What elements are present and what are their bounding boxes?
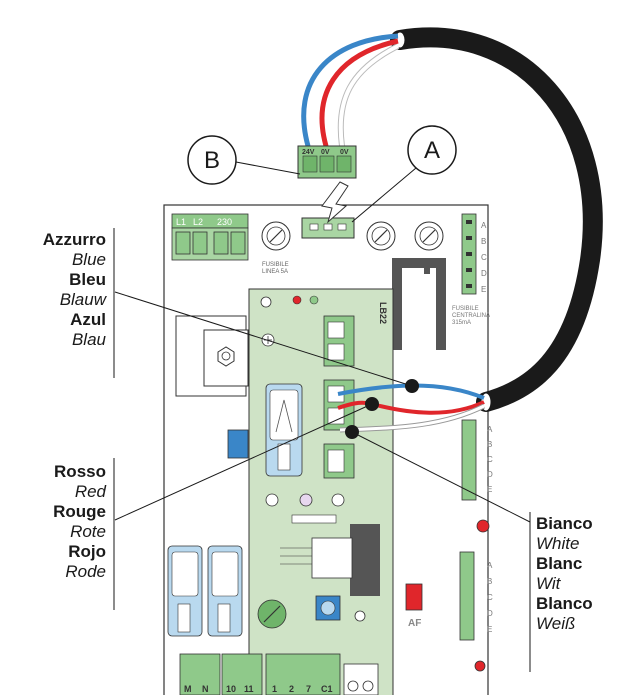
side-letter-a1: A — [481, 221, 487, 230]
red-label-de: Rode — [65, 562, 106, 581]
red-wire-label-group: Rosso Red Rouge Rote Rojo Rode — [53, 462, 106, 582]
blue-wire-label-group: Azzurro Blue Bleu Blauw Azul Blau — [43, 230, 106, 350]
red-label-it: Rosso — [54, 462, 106, 481]
white-label-fr: Blanc — [536, 554, 583, 573]
blue-label-nl: Blauw — [59, 290, 106, 309]
side-letter-d2: D — [487, 470, 493, 479]
fuse-line-5a: FUSIBILE LINEA 5A — [261, 221, 291, 275]
side-letter-c3: C — [487, 593, 493, 602]
blue-dot — [405, 379, 419, 393]
white-label-nl: Wit — [536, 574, 561, 593]
fuse-ctrl-label-1: FUSIBILE — [452, 306, 479, 312]
red-label-es: Rojo — [68, 542, 106, 561]
module-name: LB22 — [378, 302, 388, 324]
side-connector-top: A B C D E — [461, 213, 487, 295]
terminal-m: M — [184, 684, 192, 694]
side-letter-d3: D — [487, 609, 493, 618]
side-letter-d1: D — [481, 269, 487, 278]
terminal-11: 11 — [244, 684, 254, 694]
lb22-module: LB22 — [248, 288, 394, 695]
side-letter-e1: E — [481, 285, 486, 294]
insert-arrow — [321, 181, 349, 224]
af-label: AF — [408, 618, 421, 629]
fuse-aux-1 — [366, 221, 396, 251]
terminal-10: 10 — [226, 684, 236, 694]
bottom-relays — [167, 545, 243, 637]
fuse-line-label-1: FUSIBILE — [262, 262, 289, 268]
red-label-en: Red — [74, 482, 106, 501]
side-letter-b2: B — [487, 440, 492, 449]
terminal-l2-label: L2 — [193, 217, 203, 227]
blue-label-it: Azzurro — [42, 230, 106, 249]
callout-a-circle — [407, 125, 457, 175]
side-letter-b3: B — [487, 577, 492, 586]
callout-a-leader — [351, 167, 417, 223]
heatsink — [175, 315, 249, 397]
white-dot — [345, 425, 359, 439]
bottom-terminal-block: M N 10 11 1 2 7 C1 — [179, 653, 379, 695]
wire-white-top-fill — [338, 44, 399, 147]
side-letter-c1: C — [481, 253, 487, 262]
side-letter-e3: E — [487, 625, 492, 634]
terminal-2: 2 — [289, 684, 294, 694]
white-label-en: White — [536, 534, 580, 553]
white-label-de: Weiß — [536, 614, 576, 633]
terminal-1: 1 — [272, 684, 277, 694]
side-letter-a2: A — [487, 425, 493, 434]
connector-socket-a — [301, 217, 355, 239]
side-connector-bottom: A B C D E — [459, 551, 493, 641]
blue-jumper — [227, 429, 249, 459]
black-cable — [390, 27, 603, 412]
white-leader — [351, 431, 531, 523]
callout-b: B — [204, 147, 220, 174]
blue-leader — [114, 291, 413, 387]
wire-blue-top — [301, 33, 399, 147]
blue-label-fr: Bleu — [69, 270, 106, 289]
red-label-fr: Rouge — [53, 502, 106, 521]
fuse-line-label-2: LINEA 5A — [262, 269, 288, 275]
white-label-it: Bianco — [536, 514, 593, 533]
side-letter-e2: E — [487, 485, 492, 494]
wire-red-top — [319, 38, 399, 147]
power-terminal-block: L1 L2 230 — [171, 213, 249, 261]
terminal-7: 7 — [306, 684, 311, 694]
blue-label-de: Blau — [71, 330, 106, 349]
plug-pin-0v-2: 0V — [340, 149, 349, 156]
callout-a: A — [424, 137, 440, 164]
callout-b-circle — [187, 135, 237, 185]
side-letter-b1: B — [481, 237, 486, 246]
blue-label-es: Azul — [70, 310, 106, 329]
side-connector-mid: A B C D E — [461, 419, 493, 501]
plug-connector: 24V 0V 0V — [297, 145, 357, 179]
terminal-230-label: 230 — [217, 217, 232, 227]
fuse-aux-2 — [414, 221, 444, 251]
red-dot — [365, 397, 379, 411]
red-leader — [114, 403, 373, 521]
plug-pin-24v: 24V — [302, 149, 315, 156]
fuse-ctrl-label-2: CENTRALINA — [452, 313, 490, 319]
terminal-c1: C1 — [321, 684, 333, 694]
red-label-nl: Rote — [70, 522, 106, 541]
red-button — [476, 519, 490, 533]
white-label-es: Blanco — [536, 594, 593, 613]
blue-label-en: Blue — [71, 250, 106, 269]
plug-pin-0v-1: 0V — [321, 149, 330, 156]
fuse-ctrl-label-3: 315mA — [452, 320, 471, 326]
terminal-n: N — [202, 684, 209, 694]
red-led — [474, 660, 486, 672]
terminal-l1-label: L1 — [176, 217, 186, 227]
side-letter-c2: C — [487, 455, 493, 464]
fuse-holder-bracket: FUSIBILE CENTRALINA 315mA — [392, 258, 490, 350]
white-wire-label-group: Bianco White Blanc Wit Blanco Weiß — [536, 514, 593, 634]
af-connector — [405, 583, 423, 611]
callout-b-leader — [235, 161, 301, 175]
side-letter-a3: A — [487, 561, 493, 570]
